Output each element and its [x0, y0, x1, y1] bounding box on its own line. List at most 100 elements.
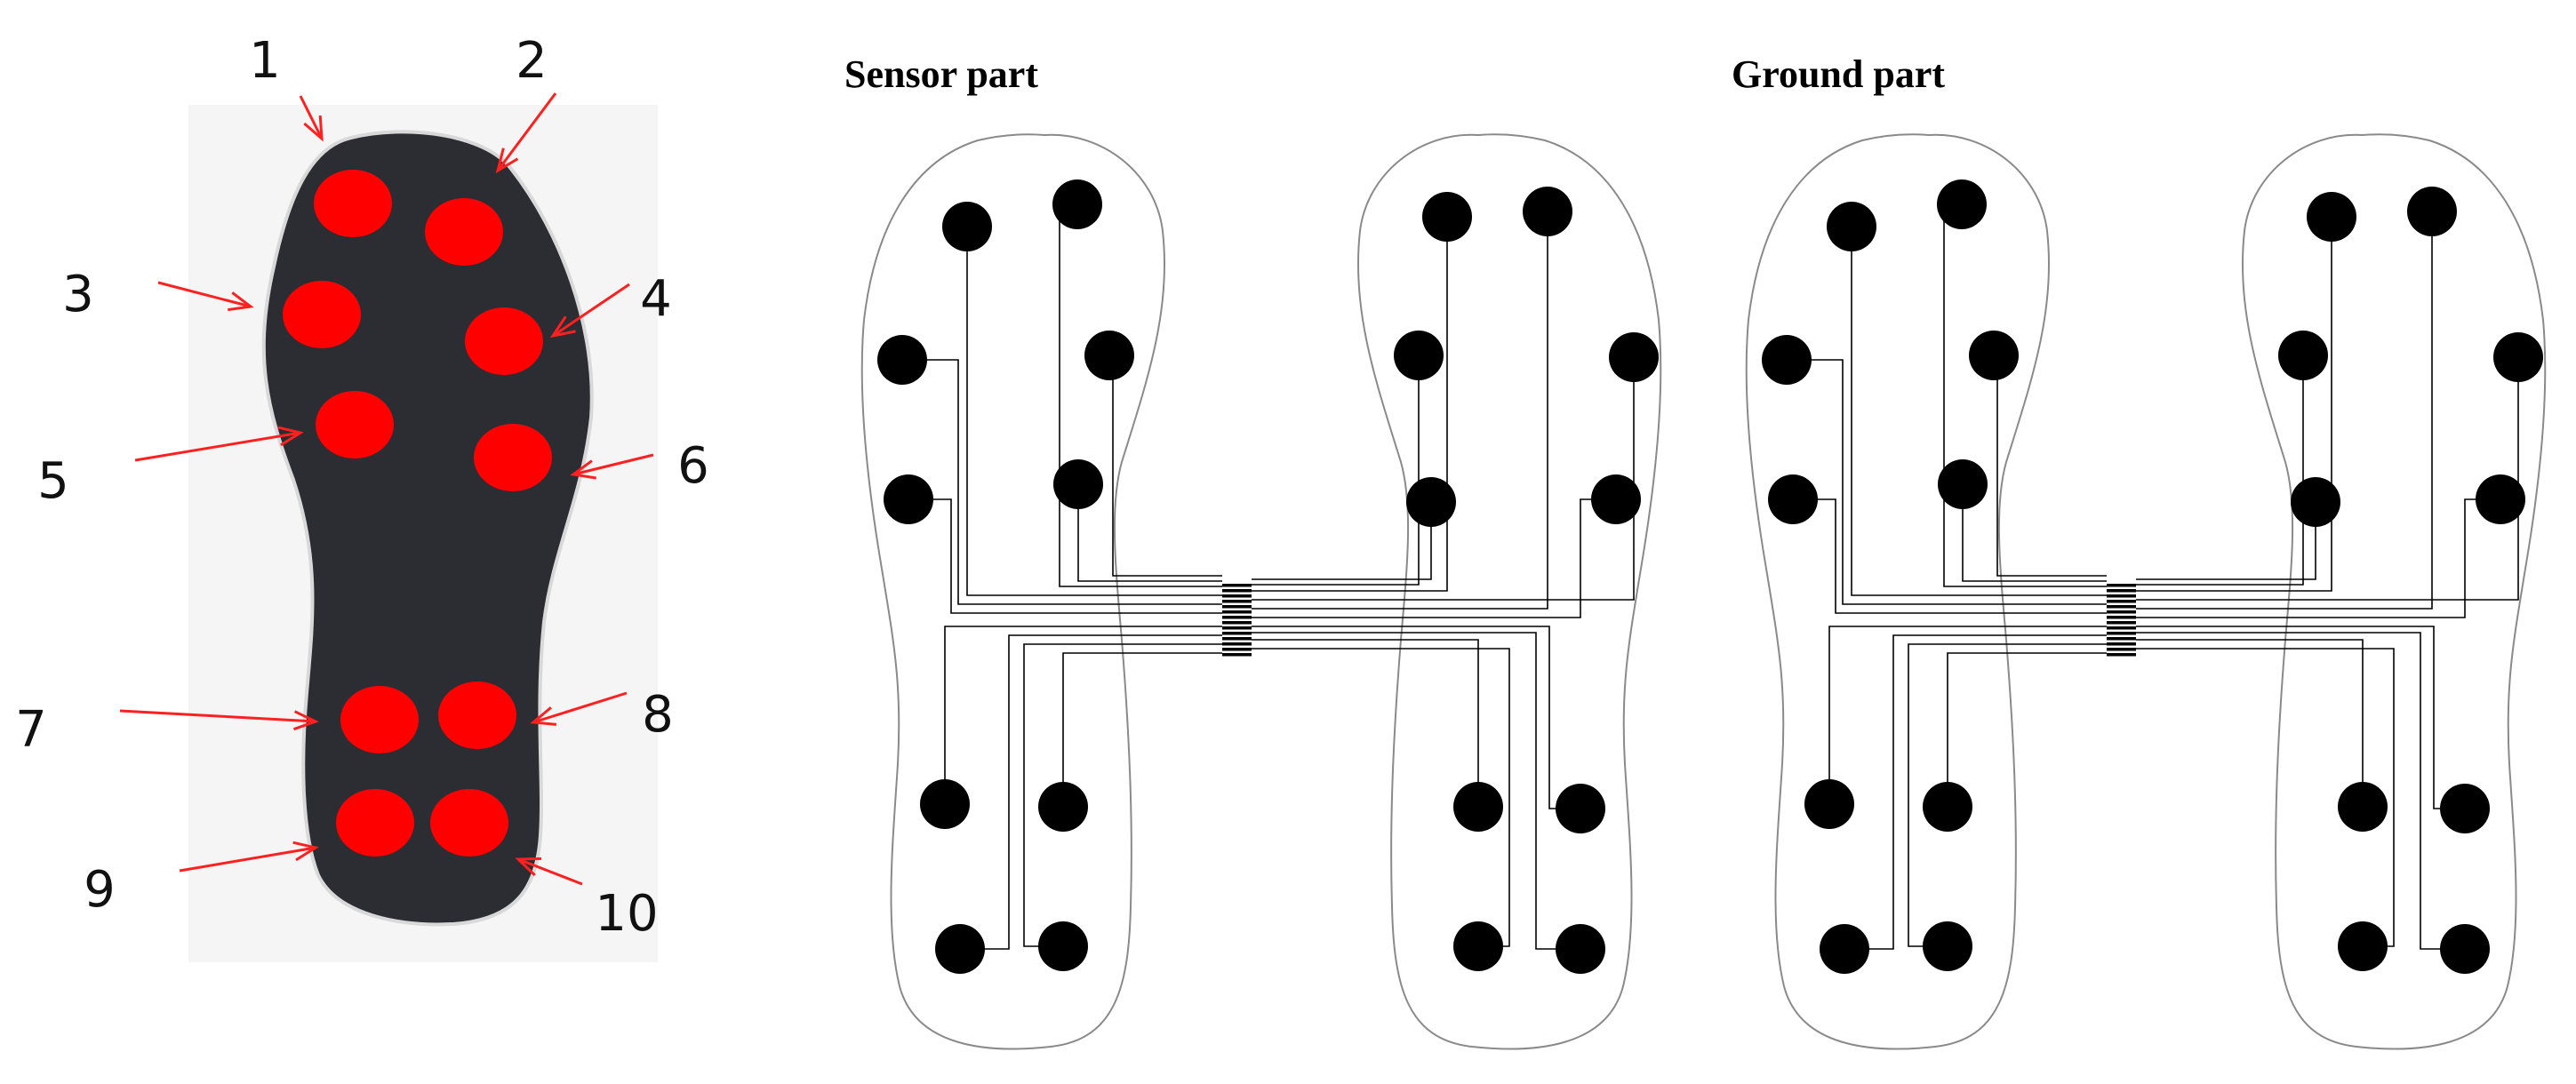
- pointer-arrow-8: [530, 691, 628, 726]
- trace-1: [966, 227, 1222, 596]
- electrode-6: [1053, 459, 1103, 509]
- electrode-7: [2440, 784, 2490, 833]
- connector-pin: [2111, 642, 2136, 646]
- connector-pin: [1227, 637, 1252, 641]
- connector-pin: [1227, 610, 1252, 614]
- electrode-9: [935, 924, 985, 974]
- connector-pin: [2111, 600, 2136, 603]
- trace-8: [1947, 652, 2107, 789]
- sensor-part-layout: [860, 133, 1662, 1050]
- trace-8: [1062, 652, 1222, 789]
- electrode-5: [884, 474, 933, 524]
- connector-pin: [2111, 621, 2136, 625]
- connector-pin: [1227, 621, 1252, 625]
- sensor-right-sole: [1227, 133, 1662, 1050]
- trace-7: [944, 626, 1222, 786]
- electrode-3: [1762, 335, 1812, 385]
- sensor-label-6: 6: [677, 437, 709, 495]
- connector-pin: [1227, 605, 1252, 609]
- trace-1: [1851, 227, 2107, 596]
- trace-2: [1943, 204, 2107, 587]
- sensor-dot-8: [438, 681, 516, 749]
- trace-2: [1252, 235, 1448, 592]
- sensor-label-5: 5: [37, 452, 69, 510]
- electrode-4: [1394, 331, 1444, 380]
- trace-9: [1862, 634, 2107, 950]
- electrode-7: [1556, 784, 1605, 833]
- trace-3: [1252, 375, 1635, 601]
- electrode-8: [1453, 782, 1503, 832]
- sole-outline: [1356, 133, 1662, 1050]
- trace-3: [920, 359, 1222, 605]
- electrode-8: [1038, 782, 1088, 832]
- trace-4: [2136, 373, 2304, 586]
- electrode-6: [1938, 459, 1988, 509]
- connector-pin: [2111, 626, 2136, 630]
- electrode-8: [2338, 782, 2388, 832]
- electrode-2: [1937, 179, 1987, 229]
- ground-part-heading: Ground part: [1732, 52, 1945, 96]
- sensor-dot-4: [465, 307, 543, 375]
- sensor-label-4: 4: [640, 270, 672, 328]
- sensor-label-7: 7: [15, 701, 47, 759]
- trace-5: [1252, 498, 1598, 618]
- electrode-10: [1453, 921, 1503, 971]
- sensor-part-heading: Sensor part: [844, 52, 1038, 96]
- electrode-4: [1084, 331, 1134, 380]
- sensor-dot-6: [474, 424, 552, 491]
- trace-7: [2136, 626, 2447, 809]
- electrode-2: [1422, 192, 1472, 242]
- electrode-5: [1768, 474, 1818, 524]
- electrode-1: [1827, 202, 1876, 251]
- electrode-5: [2476, 474, 2525, 524]
- trace-8: [1252, 639, 1479, 789]
- electrode-6: [2291, 477, 2340, 527]
- electrode-10: [1038, 921, 1088, 971]
- pointer-arrow-5: [134, 426, 304, 462]
- connector-pin: [2111, 637, 2136, 641]
- trace-10: [1908, 643, 2107, 947]
- sole-outline: [1745, 133, 2051, 1050]
- pointer-arrow-6: [570, 453, 654, 480]
- electrode-9: [2440, 924, 2490, 974]
- trace-5: [1809, 498, 2107, 614]
- trace-6: [2136, 520, 2316, 580]
- pointer-arrow-9: [179, 841, 319, 873]
- electrode-7: [1804, 779, 1854, 829]
- sensor-label-1: 1: [249, 32, 281, 90]
- ground-part-layout: [1745, 133, 2547, 1050]
- sensor-dot-9: [336, 789, 414, 857]
- connector-pin: [1227, 616, 1252, 619]
- sensor-dot-10: [430, 789, 508, 857]
- connector-pin: [1227, 594, 1252, 598]
- ground-left-sole: [1745, 133, 2132, 1050]
- trace-6: [1077, 502, 1222, 582]
- connector-pin: [1227, 600, 1252, 603]
- connector-pin: [2111, 648, 2136, 651]
- trace-4: [1996, 373, 2107, 577]
- connector-pin: [2111, 594, 2136, 598]
- electrode-1: [1523, 187, 1572, 236]
- pointer-arrow-1: [299, 95, 324, 142]
- trace-9: [1252, 632, 1563, 950]
- electrode-7: [920, 779, 970, 829]
- electrode-4: [1969, 331, 2019, 380]
- connector-pin: [2111, 616, 2136, 619]
- sensor-dot-7: [340, 686, 419, 753]
- sole-outline: [860, 133, 1166, 1050]
- connector-pin: [2111, 653, 2136, 657]
- electrode-3: [877, 335, 927, 385]
- sensor-label-8: 8: [642, 686, 674, 744]
- electrode-1: [2407, 187, 2457, 236]
- trace-4: [1252, 373, 1420, 586]
- electrode-5: [1591, 474, 1641, 524]
- sensor-dot-1: [314, 170, 392, 237]
- electrode-3: [1609, 332, 1659, 382]
- trace-2: [2136, 235, 2332, 592]
- electrode-9: [1556, 924, 1605, 974]
- pointer-arrow-4: [549, 283, 630, 339]
- connector-pin: [1227, 589, 1252, 593]
- sensor-label-9: 9: [84, 861, 116, 919]
